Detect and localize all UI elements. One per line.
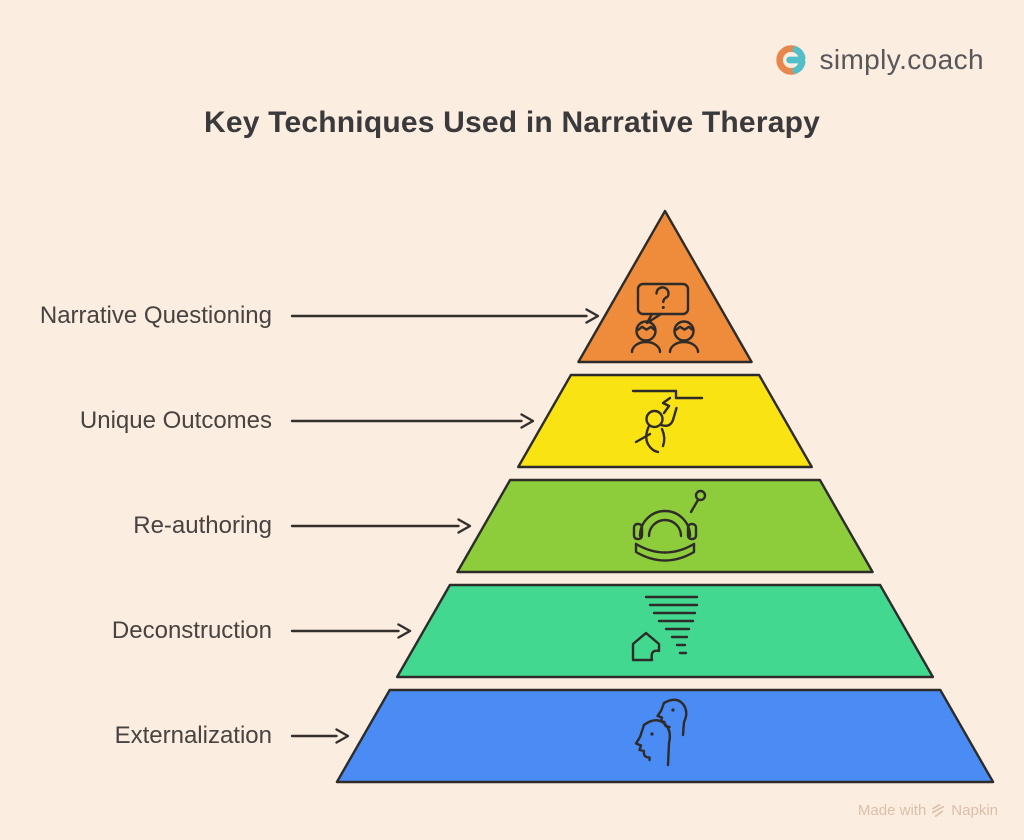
label-externalization: Externalization	[114, 722, 272, 749]
made-with-napkin: Made with Napkin	[858, 802, 998, 819]
made-with-text: Made with	[857, 802, 927, 819]
page-title: Key Techniques Used in Narrative Therapy	[204, 106, 820, 139]
arrow-deconstruction	[290, 623, 412, 639]
band-deconstruction	[395, 583, 935, 679]
arrow-externalization	[290, 728, 350, 744]
simply-coach-logo-icon	[776, 45, 806, 75]
two-profiles-icon	[634, 698, 688, 767]
napkin-logo-icon	[932, 804, 945, 817]
band-unique-outcomes	[517, 373, 813, 469]
label-unique-outcomes: Unique Outcomes	[79, 407, 272, 434]
simply-coach-logo: simply.coach	[772, 41, 984, 79]
logo-text: simply.coach	[819, 44, 984, 75]
arrow-unique-outcomes	[290, 413, 535, 429]
question-discussion-icon	[630, 282, 700, 354]
band-externalization	[335, 688, 995, 784]
breakthrough-ceiling-icon	[631, 389, 704, 454]
label-deconstruction: Deconstruction	[111, 617, 272, 644]
band-narrative-questioning	[577, 209, 753, 364]
tornado-house-icon	[631, 595, 699, 662]
arrow-narrative-questioning	[290, 308, 600, 324]
napkin-brand-text: Napkin	[951, 802, 998, 819]
band-re-authoring	[456, 478, 874, 574]
label-narrative-questioning: Narrative Questioning	[39, 302, 272, 329]
label-re-authoring: Re-authoring	[133, 512, 272, 539]
audiobook-narrator-icon	[632, 489, 707, 562]
arrow-re-authoring	[290, 518, 472, 534]
